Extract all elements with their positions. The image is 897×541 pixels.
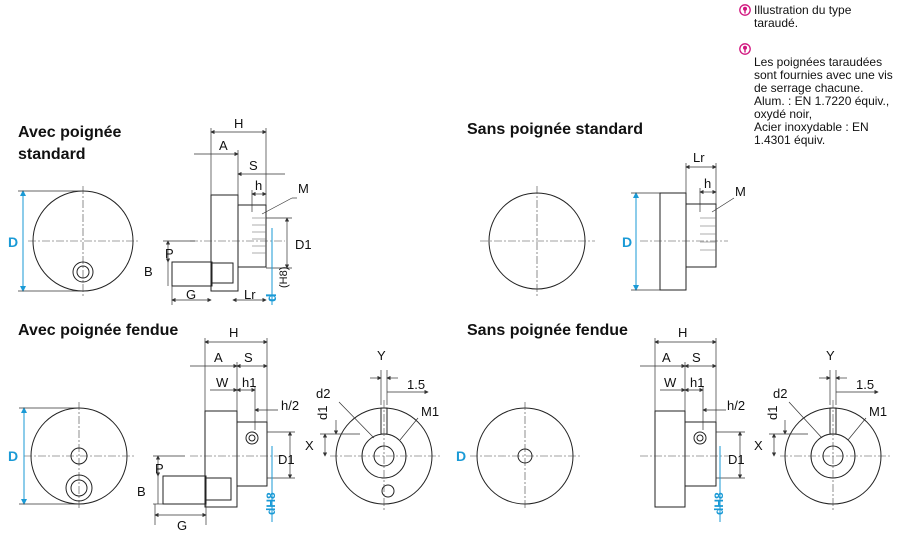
dim-S: S (244, 350, 253, 365)
dim-D1: D1 (728, 452, 745, 467)
dim-dH8: dH8 (712, 492, 726, 515)
dim-1-5: 1.5 (407, 377, 425, 392)
note-text: Illustration du type taraudé. (754, 3, 852, 30)
dim-M1: M1 (421, 404, 439, 419)
handle-end-view (72, 261, 94, 283)
dim-D: D (8, 448, 18, 464)
dim-D1: D1 (295, 237, 312, 252)
note-item: Illustration du type taraudé. (739, 4, 897, 30)
dim-M: M (298, 181, 309, 196)
dim-G: G (186, 287, 196, 302)
dim-h: h (704, 176, 711, 191)
dim-1-5: 1.5 (856, 377, 874, 392)
dim-Y: Y (377, 348, 386, 363)
view-sans-fendue (470, 338, 890, 522)
dim-d1: d1 (315, 406, 330, 420)
dim-dH8: dH8 (264, 492, 278, 515)
dim-G: G (177, 518, 187, 533)
title-sans-poignee-fendue: Sans poignée fendue (467, 322, 628, 339)
dim-h-half: h/2 (281, 398, 299, 413)
wheel-knurled-rim (654, 410, 686, 508)
dim-h1: h1 (690, 375, 704, 390)
dim-Lr: Lr (244, 287, 256, 302)
dim-B: B (137, 484, 146, 499)
dim-d2: d2 (773, 386, 787, 401)
dim-A: A (219, 138, 228, 153)
dim-H: H (229, 325, 238, 340)
dim-h: h (255, 178, 262, 193)
dim-M1: M1 (869, 404, 887, 419)
dim-D1: D1 (278, 452, 295, 467)
handle-end-view (65, 474, 93, 502)
wheel-hub (237, 204, 267, 268)
dim-B: B (144, 264, 153, 279)
notes-panel: Illustration du type taraudé. Les poigné… (739, 4, 897, 147)
wheel-knurled-rim (204, 410, 238, 508)
dim-X: X (305, 438, 314, 453)
note-item: Les poignées taraudées sont fournies ave… (739, 30, 897, 147)
dim-D: D (8, 234, 18, 250)
title-sans-poignee-standard: Sans poignée standard (467, 121, 644, 138)
wheel-knurled-rim (210, 194, 239, 292)
dim-H8-paren: (H8) (278, 267, 290, 288)
pin-info-icon (739, 4, 751, 16)
wheel-hub (236, 421, 268, 487)
dim-D: D (622, 234, 632, 250)
dim-h1: h1 (242, 375, 256, 390)
wheel-knurled-rim (659, 192, 687, 291)
dim-H: H (234, 116, 243, 131)
view-avec-standard (18, 128, 297, 305)
dim-W: W (664, 375, 677, 390)
dim-S: S (249, 158, 258, 173)
wheel-hub (684, 421, 717, 487)
dim-d1: d1 (765, 406, 780, 420)
dim-P: P (155, 461, 164, 476)
dim-Lr: Lr (693, 150, 705, 165)
dim-H: H (678, 325, 687, 340)
dimension-labels: H A S h M D1 Lr P B G D d (H8) Lr h M D … (8, 116, 887, 533)
pin-info-icon (739, 30, 751, 55)
dim-X: X (754, 438, 763, 453)
handle-side-view (162, 475, 207, 505)
title-avec-poignee-fendue: Avec poignée fendue (18, 322, 179, 339)
dim-A: A (662, 350, 671, 365)
dim-h-half: h/2 (727, 398, 745, 413)
note-text: Les poignées taraudées sont fournies ave… (754, 55, 893, 147)
dim-A: A (214, 350, 223, 365)
dim-d2: d2 (316, 386, 330, 401)
view-sans-standard (480, 163, 735, 296)
dim-M: M (735, 184, 746, 199)
handle-side-view (171, 261, 213, 287)
wheel-hub (685, 203, 717, 268)
dim-S: S (692, 350, 701, 365)
title-avec-poignee-standard: Avec poignée standard (18, 124, 122, 163)
view-avec-fendue (19, 338, 440, 525)
dim-W: W (216, 375, 229, 390)
dim-d: d (263, 293, 279, 302)
dim-Y: Y (826, 348, 835, 363)
dim-D: D (456, 448, 466, 464)
dim-P: P (165, 246, 174, 261)
